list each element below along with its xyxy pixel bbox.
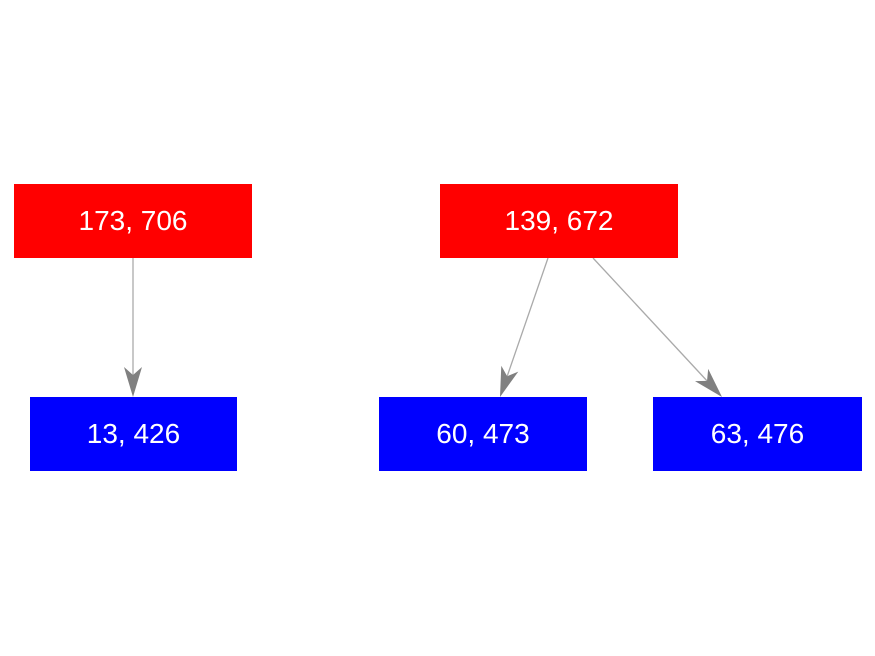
edge-arrowhead-icon (124, 367, 142, 397)
edge-arrowhead-icon (500, 365, 519, 397)
node-label: 63, 476 (710, 418, 805, 449)
edge-line (506, 257, 549, 377)
edge-arrowhead-icon (694, 368, 722, 397)
tree-node-child: 13, 426 (30, 397, 237, 471)
node-label: 173, 706 (78, 205, 188, 236)
tree-node-child: 60, 473 (379, 397, 587, 471)
tree-node-parent: 173, 706 (14, 184, 252, 258)
node-label: 13, 426 (86, 418, 181, 449)
node-label: 139, 672 (504, 205, 614, 236)
tree-node-child: 63, 476 (653, 397, 862, 471)
edge-line (592, 257, 708, 382)
node-label: 60, 473 (436, 418, 530, 449)
tree-node-parent: 139, 672 (440, 184, 678, 258)
